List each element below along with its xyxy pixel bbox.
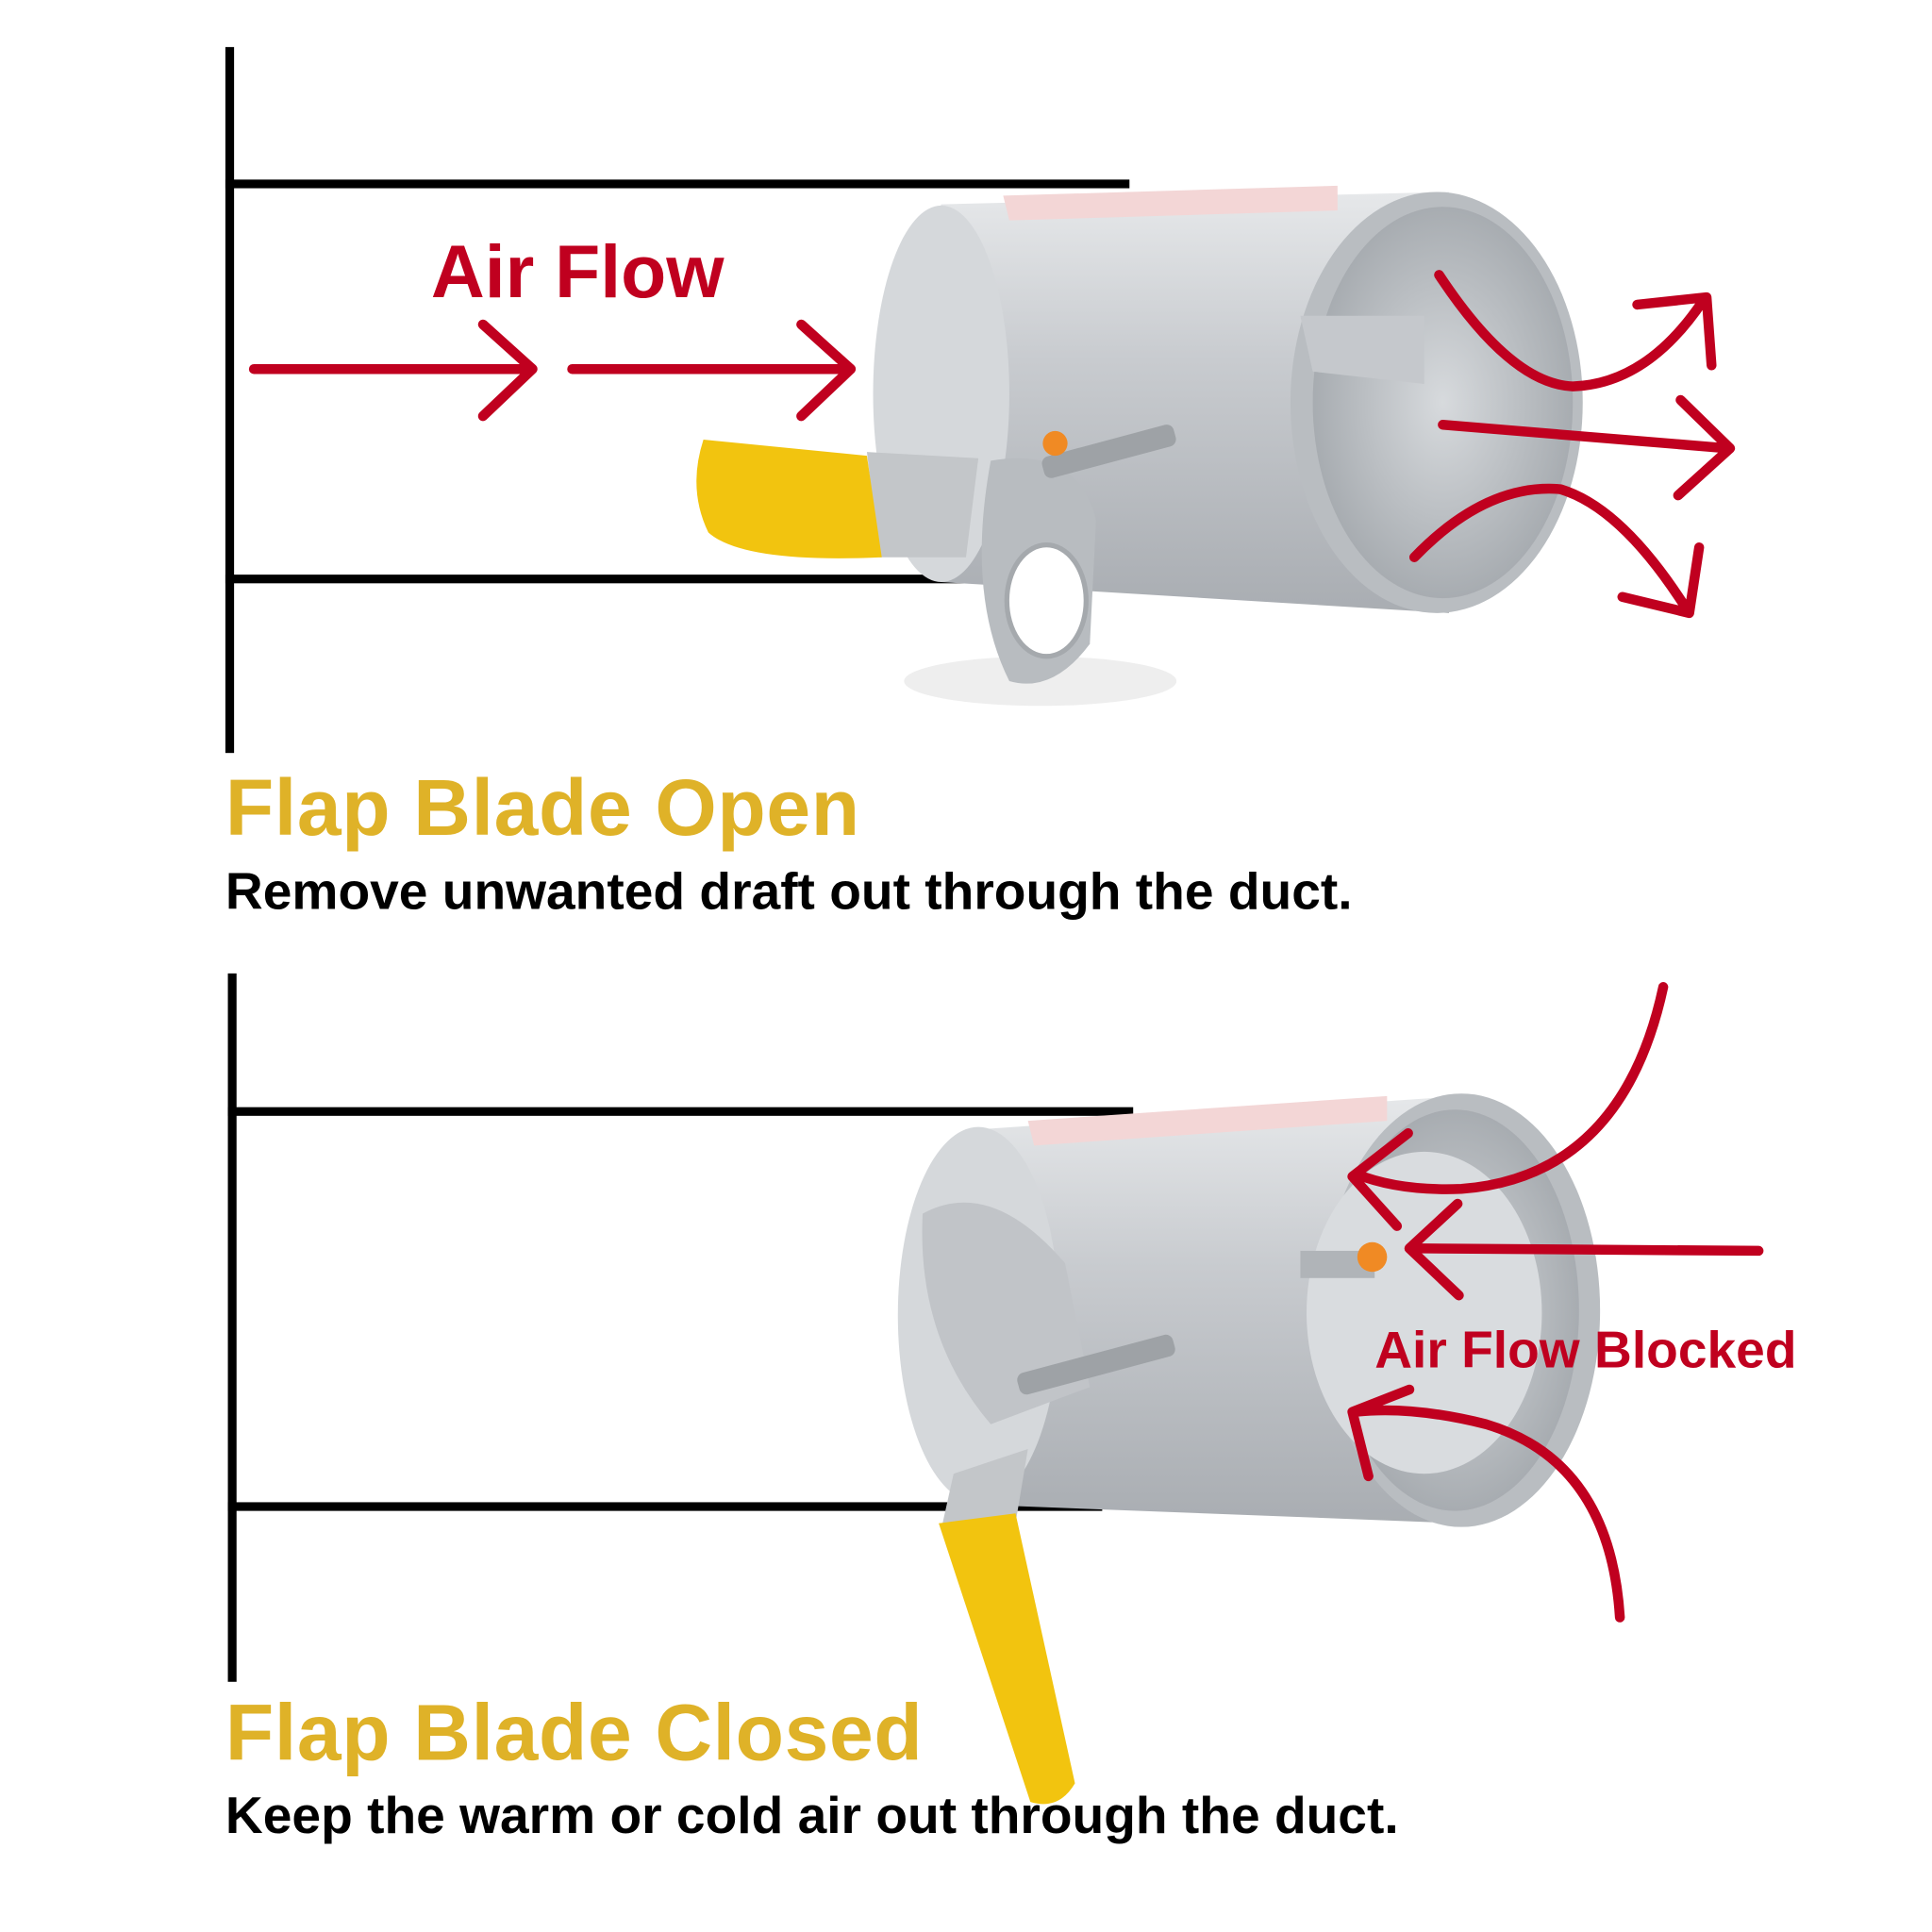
open-title: Flap Blade Open: [225, 762, 860, 853]
wall-line-bottom: [227, 973, 237, 1682]
blocked-arrow-top: [1347, 982, 1669, 1231]
outflow-arrow-top: [1434, 270, 1717, 391]
duct-bottom-edge-top: [225, 575, 1100, 584]
duct-top-edge-top: [225, 179, 1130, 189]
blocked-arrow-bottom: [1347, 1384, 1625, 1623]
open-description: Remove unwanted draft out through the du…: [225, 861, 1353, 921]
air-flow-arrow-1: [248, 319, 538, 422]
duct-bottom-edge-bottom: [227, 1502, 1103, 1511]
outflow-arrow-middle: [1438, 394, 1736, 501]
damper-open-photo: [696, 185, 1583, 707]
closed-description: Keep the warm or cold air out through th…: [225, 1786, 1399, 1844]
damper-closed-photo: [897, 1093, 1601, 1805]
closed-title: Flap Blade Closed: [225, 1688, 924, 1777]
duct-top-edge-bottom: [227, 1107, 1134, 1116]
wall-line-top: [225, 46, 235, 754]
air-flow-blocked-label: Air Flow Blocked: [1374, 1320, 1797, 1379]
air-flow-arrow-2: [567, 319, 857, 422]
outflow-arrow-bottom: [1408, 483, 1705, 619]
blocked-arrow-middle: [1404, 1198, 1764, 1301]
air-flow-label: Air Flow: [430, 230, 724, 314]
